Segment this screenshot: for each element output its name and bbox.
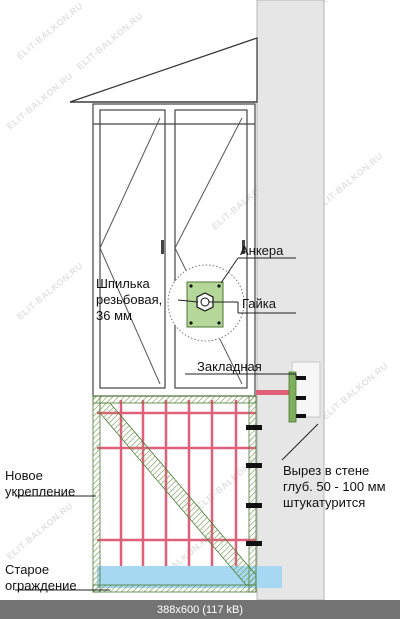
label-zakladnaya: Закладная bbox=[197, 359, 262, 374]
label-shpilka-line1: Шпилька bbox=[96, 276, 151, 291]
new-reinforcement bbox=[92, 395, 257, 593]
watermark: ELIT-BALKON.RU bbox=[75, 11, 145, 72]
label-vyrez-line1: Вырез в стене bbox=[283, 463, 369, 478]
label-novoe-line1: Новое bbox=[5, 468, 43, 483]
wall-anchors bbox=[246, 425, 262, 546]
label-novoe-line2: укрепление bbox=[5, 484, 75, 499]
wall bbox=[256, 0, 325, 600]
watermark: ELIT-BALKON.RU bbox=[5, 71, 75, 132]
opening-lines bbox=[99, 117, 243, 385]
watermark: ELIT-BALKON.RU bbox=[5, 501, 75, 562]
label-staroe-line2: ограждение bbox=[5, 578, 77, 593]
label-vyrez-line2: глуб. 50 - 100 мм bbox=[283, 479, 386, 494]
label-shpilka-line2: резьбовая, bbox=[96, 292, 162, 307]
watermark: ELIT-BALKON.RU bbox=[320, 361, 390, 422]
watermark: ELIT-BALKON.RU bbox=[15, 1, 85, 62]
watermark: ELIT-BALKON.RU bbox=[15, 261, 85, 322]
callout-lines bbox=[15, 257, 319, 591]
label-gaika: Гайка bbox=[242, 296, 277, 311]
label-shpilka-line3: 36 мм bbox=[96, 308, 132, 323]
window-handles bbox=[161, 240, 245, 254]
watermark: ELIT-BALKON.RU bbox=[315, 151, 385, 212]
image-size-caption: 388x600 (117 kB) bbox=[0, 600, 400, 619]
embedded-plate bbox=[256, 371, 306, 423]
anchor-detail-zoom bbox=[167, 264, 245, 342]
label-staroe-line1: Старое bbox=[5, 562, 49, 577]
balcony-diagram: ELIT-BALKON.RU ELIT-BALKON.RU ELIT-BALKO… bbox=[5, 0, 390, 600]
label-ankera: Анкера bbox=[240, 243, 284, 258]
label-vyrez-line3: штукатурится bbox=[283, 495, 365, 510]
window-frames bbox=[92, 103, 256, 397]
